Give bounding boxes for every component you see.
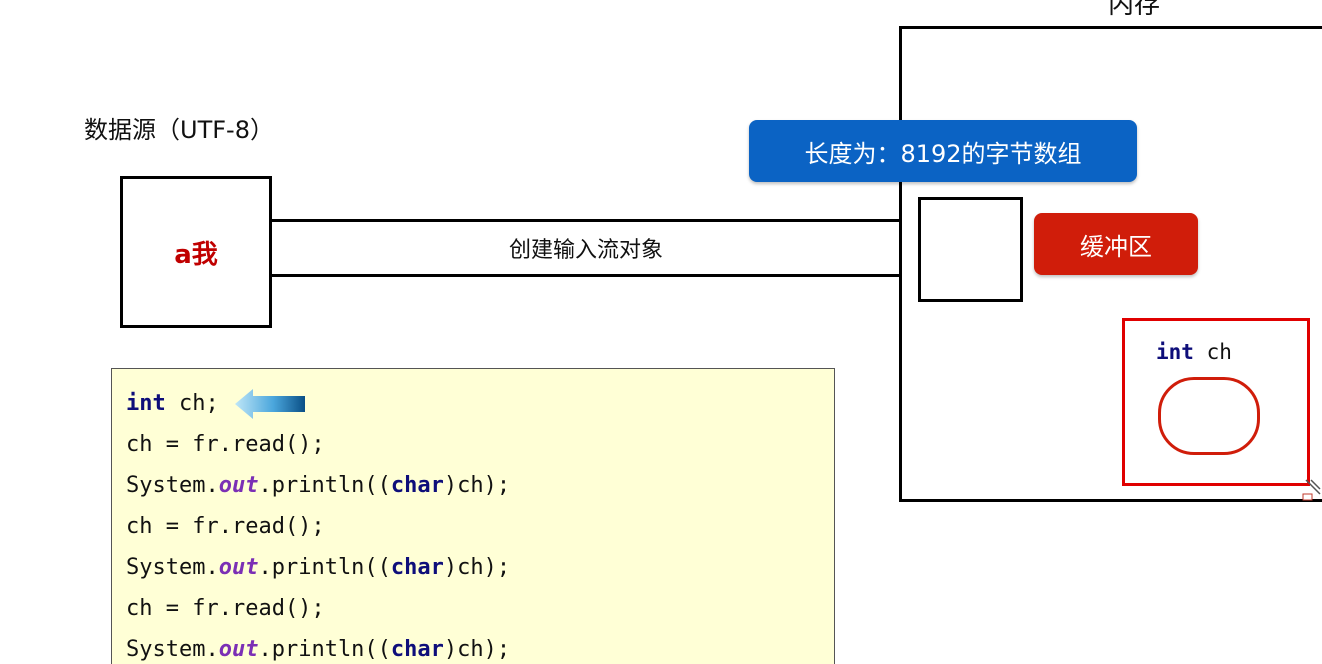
code-keyword: char xyxy=(390,473,444,498)
code-field: out xyxy=(218,637,259,662)
data-source-box: a我 xyxy=(120,176,272,328)
input-stream-label: 创建输入流对象 xyxy=(508,238,663,263)
code-text: )ch); xyxy=(443,555,511,580)
code-field: out xyxy=(218,473,259,498)
variable-type: int xyxy=(1156,340,1194,364)
code-line: int ch; xyxy=(126,383,834,424)
memory-label: 内存 xyxy=(1108,0,1161,20)
code-line: System.out.println((char)ch); xyxy=(126,629,834,664)
code-text: )ch); xyxy=(443,473,511,498)
memory-box xyxy=(899,26,1322,502)
code-panel: int ch; ch = fr.read(); System.out.print… xyxy=(111,368,835,664)
code-line: ch = fr.read(); xyxy=(126,424,834,465)
code-line: ch = fr.read(); xyxy=(126,506,834,547)
code-text: ch = fr.read(); xyxy=(126,432,325,457)
code-text: ch = fr.read(); xyxy=(126,596,325,621)
code-keyword: char xyxy=(390,637,444,662)
code-line: ch = fr.read(); xyxy=(126,588,834,629)
byte-array-cell xyxy=(918,197,1023,302)
code-field: out xyxy=(218,555,259,580)
data-source-content: a我 xyxy=(174,239,218,270)
byte-array-label: 长度为：8192的字节数组 xyxy=(749,120,1137,182)
buffer-label: 缓冲区 xyxy=(1034,213,1198,275)
variable-value-oval xyxy=(1158,377,1260,455)
code-text: .println(( xyxy=(258,637,391,662)
code-text: System. xyxy=(126,555,219,580)
code-line: System.out.println((char)ch); xyxy=(126,547,834,588)
left-arrow-icon xyxy=(234,388,305,419)
code-text: )ch); xyxy=(443,637,511,662)
code-keyword: int xyxy=(126,391,166,416)
variable-box xyxy=(1122,318,1310,486)
code-text: ch; xyxy=(165,391,219,416)
code-keyword: char xyxy=(390,555,444,580)
code-text: System. xyxy=(126,473,219,498)
resize-handle-icon[interactable] xyxy=(1302,474,1322,504)
code-text: System. xyxy=(126,637,219,662)
input-stream-pipe: 创建输入流对象 xyxy=(272,219,900,277)
data-source-label: 数据源（UTF-8） xyxy=(84,116,274,144)
variable-name: ch xyxy=(1206,340,1232,364)
code-text: ch = fr.read(); xyxy=(126,514,325,539)
variable-label: int ch xyxy=(1156,340,1232,364)
code-line: System.out.println((char)ch); xyxy=(126,465,834,506)
code-text: .println(( xyxy=(258,555,391,580)
code-text: .println(( xyxy=(258,473,391,498)
